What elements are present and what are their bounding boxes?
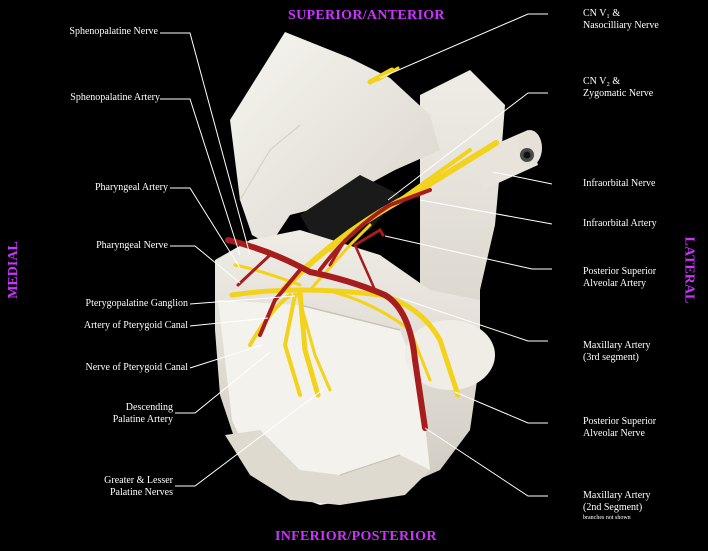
direction-top: SUPERIOR/ANTERIOR xyxy=(288,8,445,23)
label-cn-v1-nasocilliary-nerve: CN V₁ &Nasocilliary Nerve xyxy=(583,8,659,31)
label-nerve-of-pterygoid-canal: Nerve of Pterygoid Canal xyxy=(85,362,188,373)
label-maxillary-artery-3rd-segment: Maxillary Artery(3rd segment) xyxy=(583,340,651,363)
label-maxillary-artery-2nd-segment: Maxillary Artery(2nd Segment) branches n… xyxy=(583,490,651,521)
label-pterygopalatine-ganglion: Pterygopalatine Ganglion xyxy=(85,298,188,309)
arteries xyxy=(225,188,432,431)
bone-model xyxy=(215,32,542,505)
label-sphenopalatine-nerve: Sphenopalatine Nerve xyxy=(69,26,158,37)
label-pharyngeal-artery: Pharyngeal Artery xyxy=(94,182,168,193)
label-infraorbital-nerve: Infraorbital Nerve xyxy=(583,178,656,189)
label-sphenopalatine-artery: Sphenopalatine Artery xyxy=(70,92,160,103)
leader-lines xyxy=(160,13,553,497)
direction-right: LATERAL xyxy=(681,236,697,304)
label-artery-of-pterygoid-canal: Artery of Pterygoid Canal xyxy=(83,320,188,331)
label-infraorbital-artery: Infraorbital Artery xyxy=(583,218,657,229)
branches-not-shown-note: branches not shown xyxy=(583,515,631,521)
label-cn-v2-zygomatic-nerve: CN V₂ &Zygomatic Nerve xyxy=(583,76,654,99)
label-pharyngeal-nerve: Pharyngeal Nerve xyxy=(96,240,168,251)
direction-left: MEDIAL xyxy=(5,241,21,299)
direction-bottom: INFERIOR/POSTERIOR xyxy=(275,529,437,544)
